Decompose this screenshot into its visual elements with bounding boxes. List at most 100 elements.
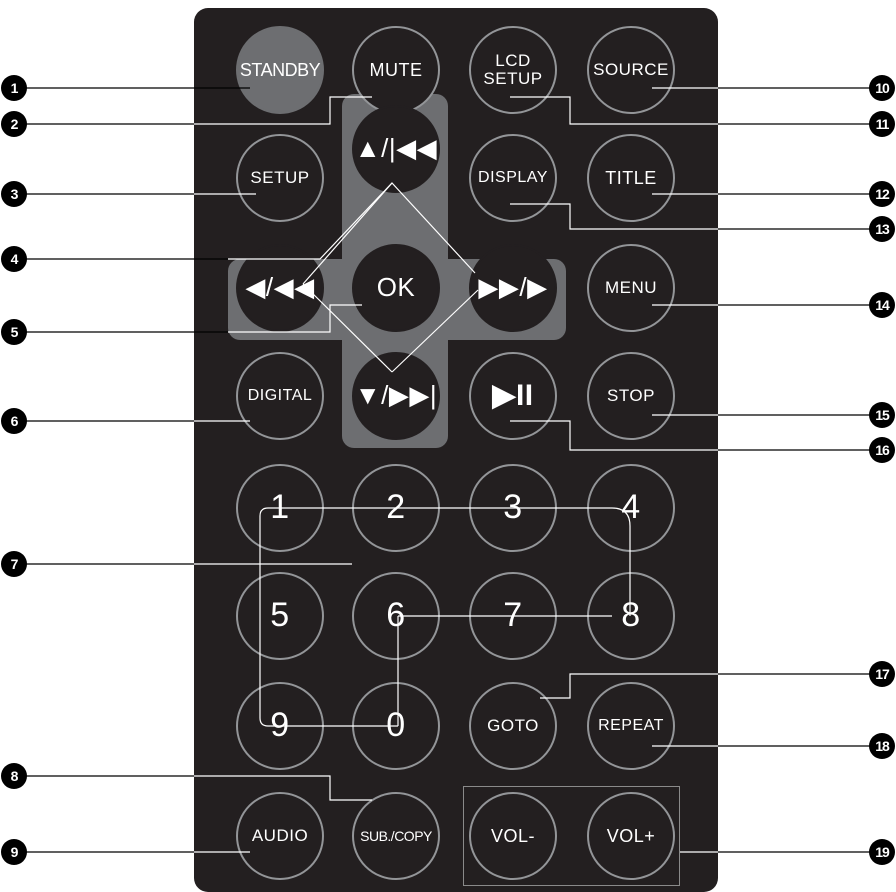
number-5-button[interactable]: 5: [236, 572, 324, 660]
number-6-label: 6: [386, 596, 406, 635]
repeat-label: REPEAT: [598, 716, 664, 734]
callout-13: 13: [869, 216, 895, 242]
source-label: SOURCE: [593, 60, 669, 80]
callout-17: 17: [869, 661, 895, 687]
source-button[interactable]: SOURCE: [587, 26, 675, 114]
number-8-label: 8: [621, 596, 641, 635]
callout-8-number: 8: [10, 768, 19, 784]
callout-16-number: 16: [875, 442, 890, 458]
goto-label: GOTO: [487, 716, 539, 736]
callout-9: 9: [1, 839, 27, 865]
stop-button[interactable]: STOP: [587, 352, 675, 440]
repeat-button[interactable]: REPEAT: [587, 682, 675, 770]
title-label: TITLE: [605, 167, 657, 188]
callout-13-number: 13: [875, 221, 890, 237]
mute-label: MUTE: [369, 59, 423, 80]
audio-label: AUDIO: [251, 826, 309, 846]
number-2-label: 2: [386, 488, 406, 527]
up-prev-label: ▲/|◀◀: [354, 133, 438, 164]
number-1-label: 1: [270, 488, 290, 527]
callout-10-number: 10: [875, 80, 890, 96]
number-9-label: 9: [270, 706, 290, 745]
title-button[interactable]: TITLE: [587, 134, 675, 222]
callout-6: 6: [1, 408, 27, 434]
sub-copy-button[interactable]: SUB./COPY: [352, 792, 440, 880]
callout-7-number: 7: [10, 556, 19, 572]
callout-10: 10: [869, 75, 895, 101]
play-pause-label: ▶II: [492, 379, 534, 413]
callout-5-number: 5: [10, 324, 19, 340]
callout-3: 3: [1, 181, 27, 207]
callout-2: 2: [1, 111, 27, 137]
callout-15: 15: [869, 402, 895, 428]
number-9-button[interactable]: 9: [236, 682, 324, 770]
callout-12-number: 12: [875, 186, 890, 202]
number-5-label: 5: [270, 596, 290, 635]
callout-6-number: 6: [10, 413, 19, 429]
standby-button[interactable]: STANDBY: [236, 26, 324, 114]
volume-group-frame: [463, 786, 680, 886]
callout-4-number: 4: [10, 251, 19, 267]
number-7-label: 7: [503, 596, 523, 635]
right-forward-button[interactable]: ▶▶/▶: [469, 244, 557, 332]
callout-15-number: 15: [875, 407, 890, 423]
display-button[interactable]: DISPLAY: [469, 134, 557, 222]
setup-label: SETUP: [250, 168, 310, 188]
menu-button[interactable]: MENU: [587, 244, 675, 332]
number-2-button[interactable]: 2: [352, 464, 440, 552]
volume-down-label: VOL-: [490, 825, 535, 846]
digital-button[interactable]: DIGITAL: [236, 352, 324, 440]
digital-label: DIGITAL: [247, 386, 313, 404]
menu-label: MENU: [604, 278, 658, 298]
play-pause-button[interactable]: ▶II: [469, 352, 557, 440]
callout-19-number: 19: [875, 844, 890, 860]
callout-14-number: 14: [875, 297, 890, 313]
number-7-button[interactable]: 7: [469, 572, 557, 660]
setup-button[interactable]: SETUP: [236, 134, 324, 222]
callout-11: 11: [869, 111, 895, 137]
mute-button[interactable]: MUTE: [352, 26, 440, 114]
callout-7: 7: [1, 551, 27, 577]
callout-11-number: 11: [875, 116, 890, 132]
left-rewind-button[interactable]: ◀/◀◀: [236, 244, 324, 332]
callout-1: 1: [1, 75, 27, 101]
number-3-button[interactable]: 3: [469, 464, 557, 552]
callout-18-number: 18: [875, 738, 890, 754]
left-rewind-label: ◀/◀◀: [245, 272, 315, 303]
up-prev-button[interactable]: ▲/|◀◀: [352, 105, 440, 193]
volume-up-label: VOL+: [606, 825, 656, 846]
ok-label: OK: [376, 272, 416, 303]
number-0-button[interactable]: 0: [352, 682, 440, 770]
callout-12: 12: [869, 181, 895, 207]
callout-18: 18: [869, 733, 895, 759]
number-8-button[interactable]: 8: [587, 572, 675, 660]
callout-1-number: 1: [10, 80, 19, 96]
number-3-label: 3: [503, 488, 523, 527]
callout-17-number: 17: [875, 666, 890, 682]
callout-3-number: 3: [10, 186, 19, 202]
goto-button[interactable]: GOTO: [469, 682, 557, 770]
down-next-button[interactable]: ▼/▶▶|: [352, 352, 440, 440]
audio-button[interactable]: AUDIO: [236, 792, 324, 880]
lcd-setup-button[interactable]: LCD SETUP: [469, 26, 557, 114]
lcd-setup-label: LCD SETUP: [483, 51, 543, 88]
volume-down-button[interactable]: VOL-: [469, 792, 557, 880]
number-6-button[interactable]: 6: [352, 572, 440, 660]
volume-up-button[interactable]: VOL+: [587, 792, 675, 880]
callout-19: 19: [869, 839, 895, 865]
callout-16: 16: [869, 437, 895, 463]
display-label: DISPLAY: [478, 168, 548, 186]
sub-copy-label: SUB./COPY: [360, 827, 432, 844]
ok-button[interactable]: OK: [352, 244, 440, 332]
standby-label: STANDBY: [239, 59, 321, 80]
callout-8: 8: [1, 763, 27, 789]
number-0-label: 0: [386, 706, 406, 745]
callout-4: 4: [1, 246, 27, 272]
number-4-button[interactable]: 4: [587, 464, 675, 552]
number-4-label: 4: [621, 488, 641, 527]
number-1-button[interactable]: 1: [236, 464, 324, 552]
callout-2-number: 2: [10, 116, 19, 132]
callout-14: 14: [869, 292, 895, 318]
callout-5: 5: [1, 319, 27, 345]
